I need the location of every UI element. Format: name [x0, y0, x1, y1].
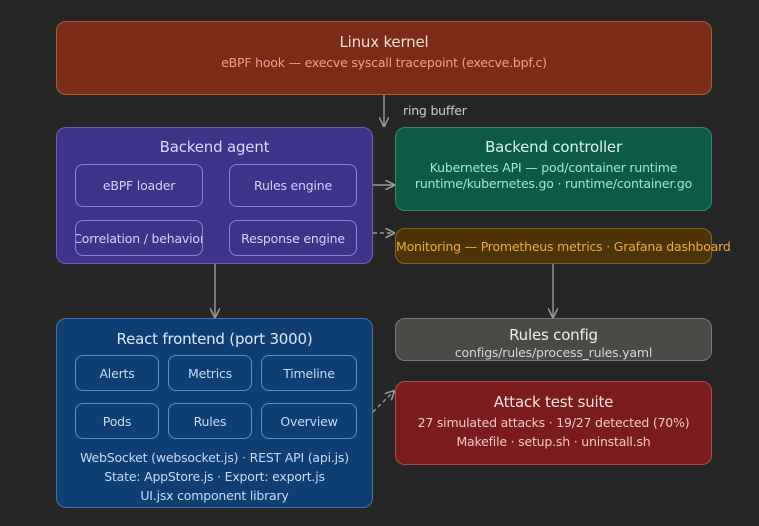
frontend-comm-line: WebSocket (websocket.js) · REST API (api…	[80, 450, 349, 465]
frontend-view-timeline: Timeline	[261, 355, 357, 391]
react-frontend-box: React frontend (port 3000) Alerts Metric…	[56, 318, 373, 508]
frontend-state-line: State: AppStore.js · Export: export.js	[104, 469, 325, 484]
ring-buffer-label: ring buffer	[403, 103, 467, 118]
linux-kernel-title: Linux kernel	[339, 33, 429, 51]
attack-test-suite-scripts: Makefile · setup.sh · uninstall.sh	[456, 434, 651, 449]
frontend-ui-line: UI.jsx component library	[140, 488, 289, 503]
frontend-to-attack-arrow	[372, 391, 394, 413]
monitoring-box: Monitoring — Prometheus metrics · Grafan…	[395, 228, 731, 264]
frontend-view-alerts: Alerts	[75, 355, 159, 391]
backend-controller-line1: Kubernetes API — pod/container runtime	[429, 160, 678, 175]
rules-config-path: configs/rules/process_rules.yaml	[454, 345, 653, 360]
agent-module-ebpf-loader: eBPF loader	[75, 164, 203, 207]
react-frontend-title: React frontend (port 3000)	[116, 330, 313, 348]
backend-controller-line2: runtime/kubernetes.go · runtime/containe…	[414, 176, 693, 191]
linux-kernel-box: Linux kernel eBPF hook — execve syscall …	[56, 21, 712, 95]
agent-module-response-engine: Response engine	[229, 220, 357, 256]
frontend-view-overview: Overview	[261, 403, 357, 439]
frontend-view-metrics: Metrics	[168, 355, 252, 391]
agent-module-correlation: Correlation / behavior	[75, 220, 203, 256]
frontend-view-pods: Pods	[75, 403, 159, 439]
backend-agent-title: Backend agent	[159, 138, 270, 156]
linux-kernel-subtitle: eBPF hook — execve syscall tracepoint (e…	[221, 55, 547, 70]
attack-test-suite-title: Attack test suite	[493, 393, 614, 411]
frontend-view-rules: Rules	[168, 403, 252, 439]
attack-test-suite-box: Attack test suite 27 simulated attacks ·…	[395, 381, 712, 465]
attack-test-suite-results: 27 simulated attacks · 19/27 detected (7…	[417, 415, 690, 430]
rules-config-box: Rules config configs/rules/process_rules…	[395, 318, 712, 361]
backend-controller-box: Backend controller Kubernetes API — pod/…	[395, 127, 712, 211]
agent-module-rules-engine: Rules engine	[229, 164, 357, 207]
rules-config-title: Rules config	[509, 326, 598, 344]
backend-controller-title: Backend controller	[485, 138, 622, 156]
backend-agent-box: Backend agent eBPF loader Rules engine C…	[56, 127, 373, 264]
monitoring-text: Monitoring — Prometheus metrics · Grafan…	[396, 239, 731, 254]
